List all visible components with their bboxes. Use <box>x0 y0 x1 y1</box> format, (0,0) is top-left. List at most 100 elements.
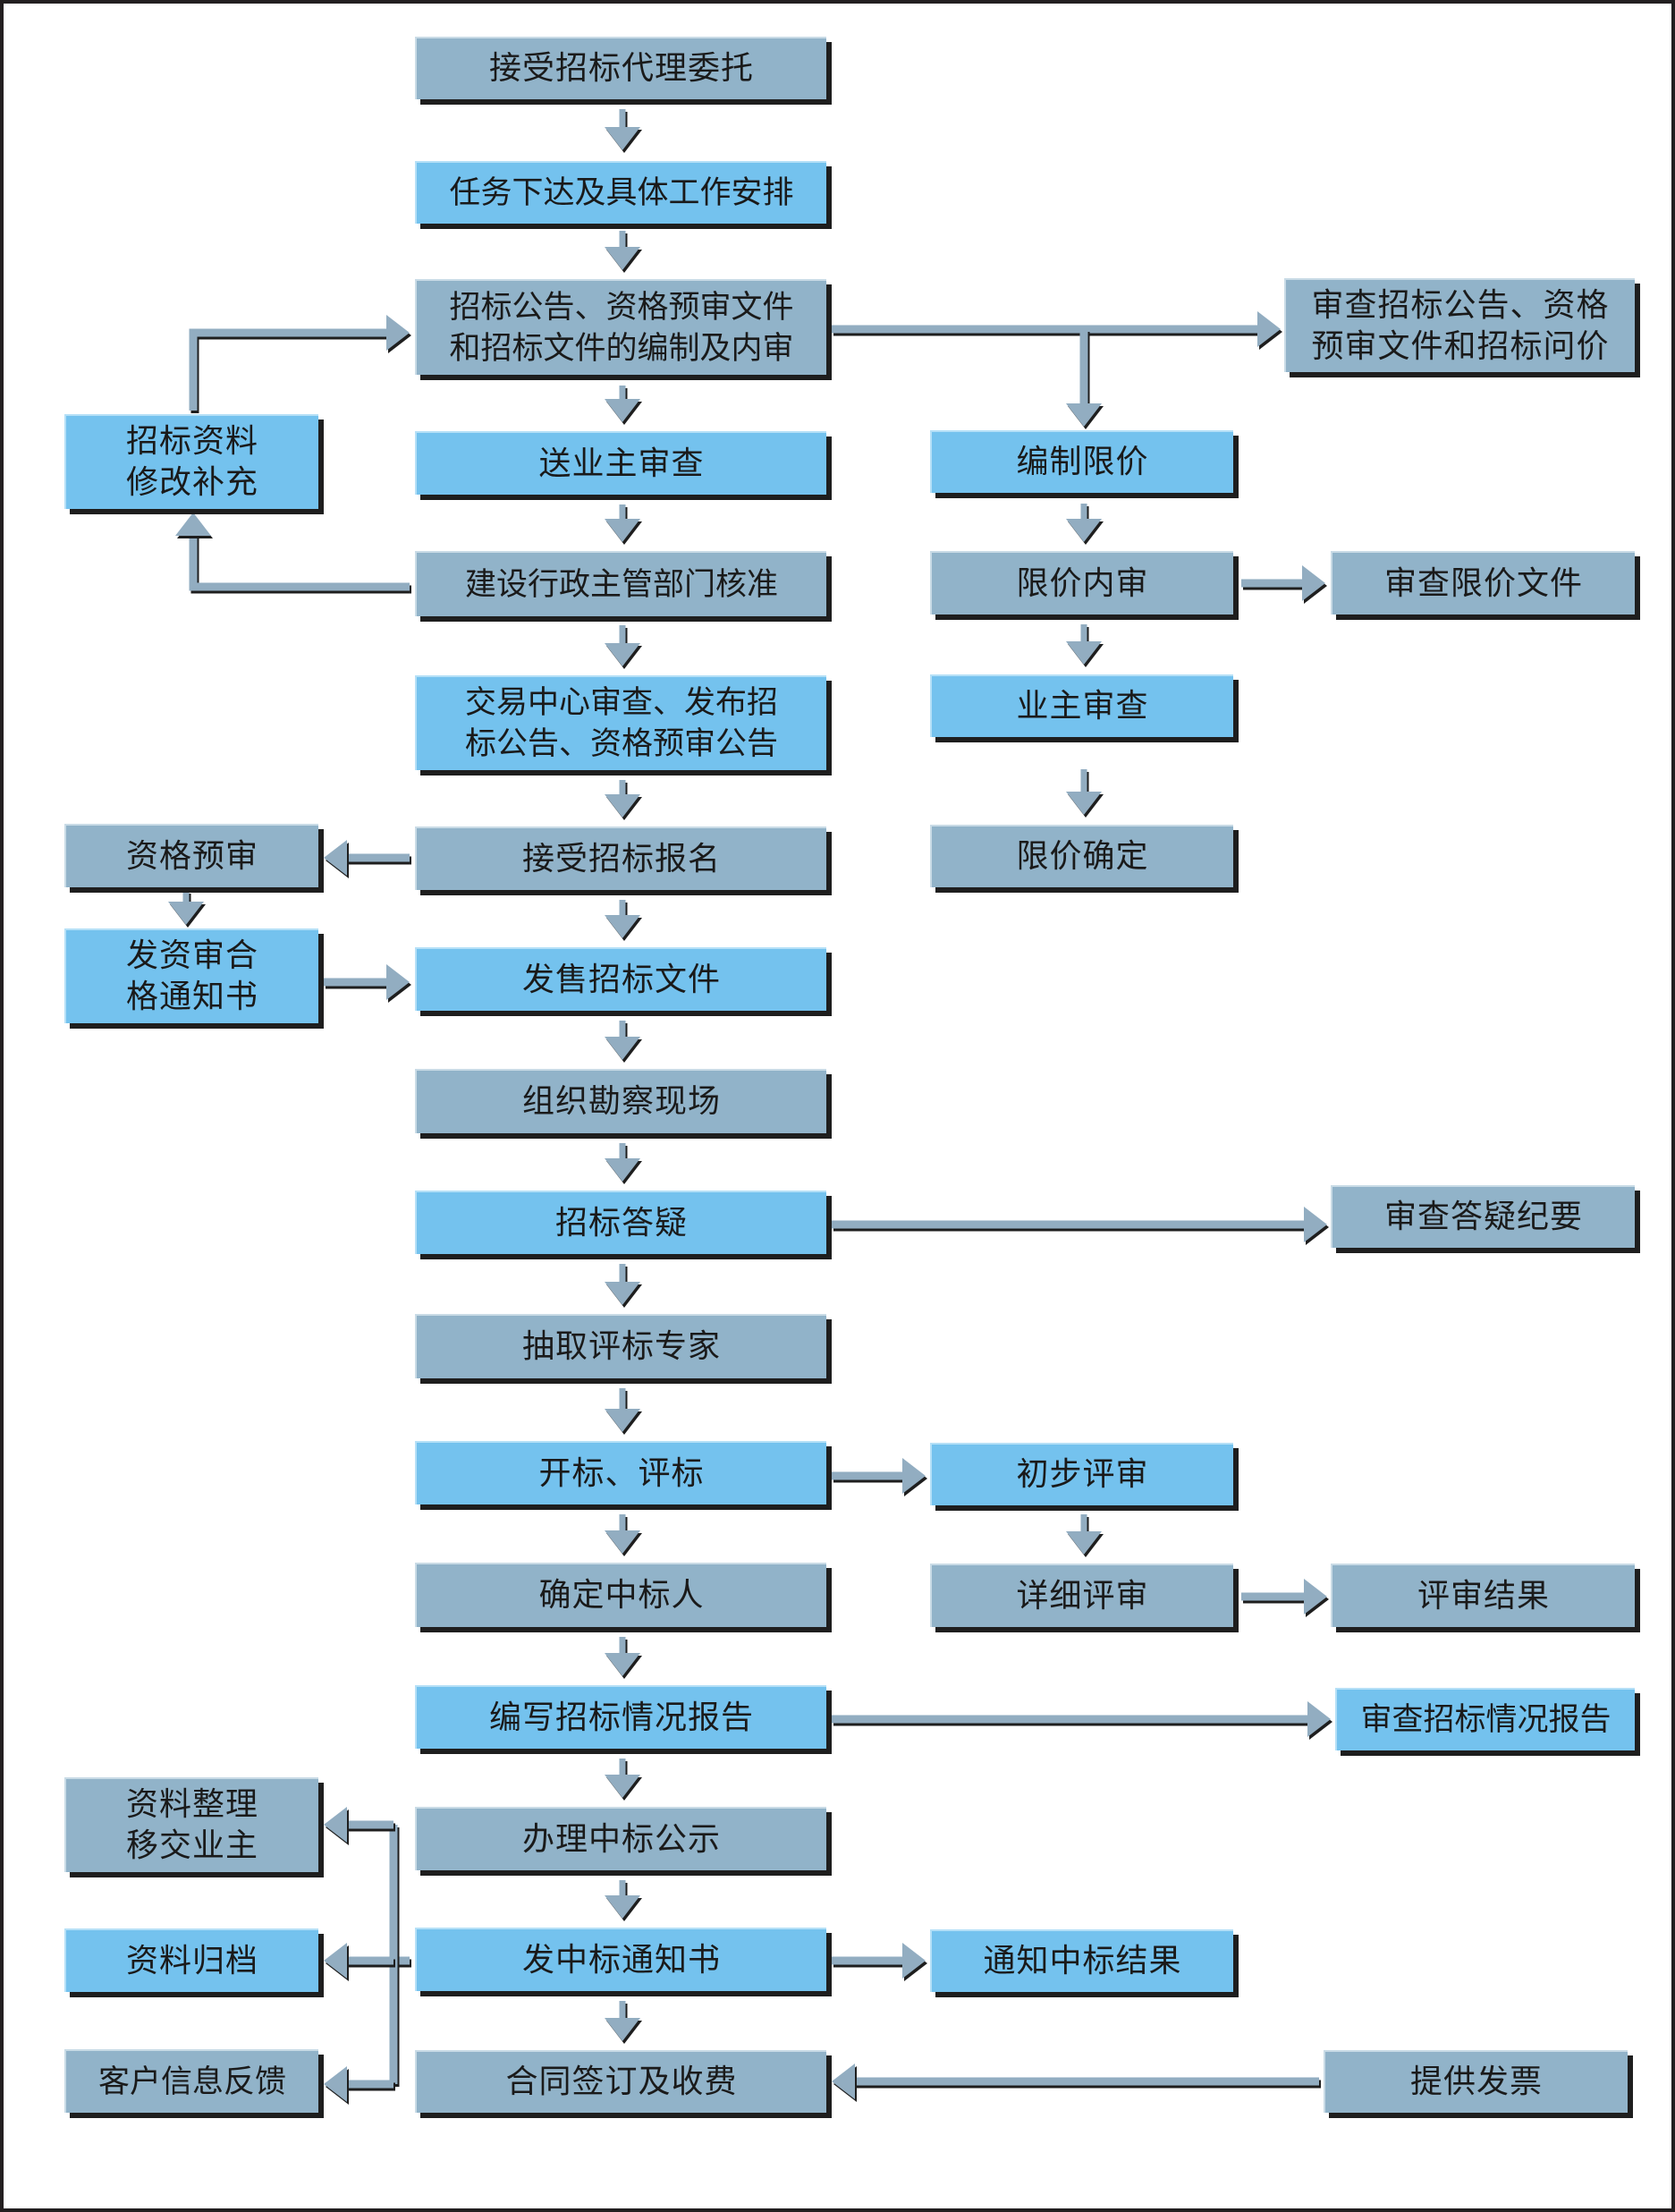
node-label: 审查招标情况报告 <box>1360 1702 1612 1738</box>
arrow-main-10 <box>605 1264 642 1308</box>
node-label: 组织勘察现场 <box>521 1083 721 1120</box>
node-task-assignment: 任务下达及具体工作安排 <box>415 161 826 224</box>
arrow-to-handover <box>324 1807 395 1845</box>
arrow-price-1 <box>1066 504 1104 545</box>
arrow-main-12 <box>605 1514 642 1556</box>
node-label: 客户信息反馈 <box>97 2064 286 2100</box>
node-label: 编制限价 <box>1016 444 1149 480</box>
node-publish-announcement: 交易中心审查、发布招 标公告、资格预审公告 <box>415 675 826 770</box>
node-label: 发资审合 格通知书 <box>125 937 258 1015</box>
arrow-to-prepare-price <box>1066 329 1104 429</box>
node-price-confirmed: 限价确定 <box>930 825 1233 887</box>
arrow-main-6 <box>605 780 642 820</box>
arrow-main-7 <box>605 900 642 941</box>
node-review-announcement: 审查招标公告、资格 预审文件和招标问价 <box>1284 278 1635 372</box>
node-winner-publicity: 办理中标公示 <box>415 1807 826 1870</box>
node-label: 交易中心审查、发布招 标公告、资格预审公告 <box>464 685 778 762</box>
node-select-experts: 抽取评标专家 <box>415 1314 826 1378</box>
node-label: 接受招标代理委托 <box>488 50 754 87</box>
node-handover-materials: 资料整理 移交业主 <box>64 1777 318 1872</box>
node-label: 资料归档 <box>125 1942 258 1979</box>
arrow-main-5 <box>605 625 642 669</box>
arrow-main-14 <box>605 1759 642 1801</box>
node-label: 发售招标文件 <box>521 961 721 998</box>
node-label: 接受招标报名 <box>521 840 721 877</box>
arrow-to-archive <box>324 1943 395 1981</box>
node-label: 开标、评标 <box>538 1454 705 1492</box>
node-label: 审查限价文件 <box>1383 564 1583 602</box>
node-label: 抽取评标专家 <box>521 1328 721 1365</box>
node-label: 招标资料 修改补充 <box>125 423 258 501</box>
node-label: 资格预审 <box>125 837 258 875</box>
node-bid-clarification: 招标答疑 <box>415 1191 826 1254</box>
arrow-to-sell-documents <box>324 964 411 1003</box>
node-review-clarification: 审查答疑纪要 <box>1331 1185 1635 1248</box>
node-label: 审查答疑纪要 <box>1383 1199 1583 1235</box>
arrow-to-qualification-notice <box>168 891 206 928</box>
node-notify-result: 通知中标结果 <box>930 1929 1233 1992</box>
node-label: 评审结果 <box>1417 1577 1550 1615</box>
node-open-evaluate: 开标、评标 <box>415 1441 826 1504</box>
node-label: 提供发票 <box>1409 2064 1543 2100</box>
arrow-main-13 <box>605 1637 642 1679</box>
node-label: 资料整理 移交业主 <box>125 1786 258 1864</box>
arrow-main-11 <box>605 1388 642 1435</box>
node-label: 限价确定 <box>1016 838 1149 875</box>
arrow-to-revise <box>175 513 411 594</box>
node-label: 办理中标公示 <box>521 1820 721 1858</box>
arrow-price-3 <box>1066 769 1104 818</box>
arrow-to-preliminary-review <box>832 1458 927 1496</box>
node-label: 送业主审查 <box>538 445 705 482</box>
node-label: 通知中标结果 <box>983 1943 1182 1979</box>
arrow-price-2 <box>1066 624 1104 667</box>
arrow-to-feedback <box>324 2066 395 2105</box>
node-customer-feedback: 客户信息反馈 <box>64 2049 318 2113</box>
arrow-main-1 <box>605 109 642 153</box>
node-revise-materials: 招标资料 修改补充 <box>64 414 318 509</box>
node-label: 招标答疑 <box>554 1204 688 1242</box>
node-label: 编写招标情况报告 <box>488 1699 754 1736</box>
arrow-to-review-report <box>832 1701 1332 1740</box>
node-label: 初步评审 <box>1016 1456 1149 1493</box>
node-owner-price-review: 业主审查 <box>930 674 1233 737</box>
arrow-main-2 <box>605 231 642 273</box>
arrow-to-review-clarification <box>832 1207 1329 1245</box>
arrow-to-review-result <box>1241 1579 1329 1617</box>
node-determine-winner: 确定中标人 <box>415 1563 826 1627</box>
node-label: 招标公告、资格预审文件 和招标文件的编制及内审 <box>449 289 794 367</box>
arrow-main-3 <box>605 386 642 425</box>
arrow-invoice-to-contract <box>832 2064 1321 2102</box>
node-label: 任务下达及具体工作安排 <box>449 175 794 211</box>
node-label: 业主审查 <box>1016 688 1149 725</box>
node-review-result: 评审结果 <box>1331 1564 1635 1627</box>
node-label: 限价内审 <box>1016 564 1149 602</box>
node-owner-review: 送业主审查 <box>415 431 826 495</box>
arrow-to-notify-result <box>832 1943 927 1981</box>
arrow-main-9 <box>605 1143 642 1184</box>
arrow-to-review-price <box>1241 565 1327 604</box>
arrow-review-1 <box>1066 1514 1104 1557</box>
node-label: 确定中标人 <box>538 1577 705 1614</box>
node-review-report: 审查招标情况报告 <box>1335 1688 1635 1750</box>
arrow-main-16 <box>605 2001 642 2044</box>
node-issue-award-notice: 发中标通知书 <box>415 1928 826 1991</box>
node-label: 审查招标公告、资格 预审文件和招标问价 <box>1311 286 1610 365</box>
node-site-visit: 组织勘察现场 <box>415 1069 826 1133</box>
node-qualification-notice: 发资审合 格通知书 <box>64 928 318 1023</box>
node-authority-approval: 建设行政主管部门核准 <box>415 551 826 616</box>
node-label: 详细评审 <box>1016 1577 1149 1615</box>
arrow-to-prequalification <box>324 840 411 878</box>
node-label: 建设行政主管部门核准 <box>464 566 778 603</box>
node-label: 发中标通知书 <box>521 1941 721 1979</box>
node-label: 合同签订及收费 <box>505 2064 738 2100</box>
node-prepare-documents: 招标公告、资格预审文件 和招标文件的编制及内审 <box>415 279 826 375</box>
node-provide-invoice: 提供发票 <box>1324 2050 1628 2113</box>
arrow-main-8 <box>605 1021 642 1063</box>
node-price-internal-review: 限价内审 <box>930 551 1233 614</box>
node-detailed-review: 详细评审 <box>930 1564 1233 1627</box>
node-prequalification: 资格预审 <box>64 824 318 887</box>
node-review-price-doc: 审查限价文件 <box>1331 551 1635 614</box>
node-sell-documents: 发售招标文件 <box>415 947 826 1011</box>
node-archive-materials: 资料归档 <box>64 1928 318 1992</box>
